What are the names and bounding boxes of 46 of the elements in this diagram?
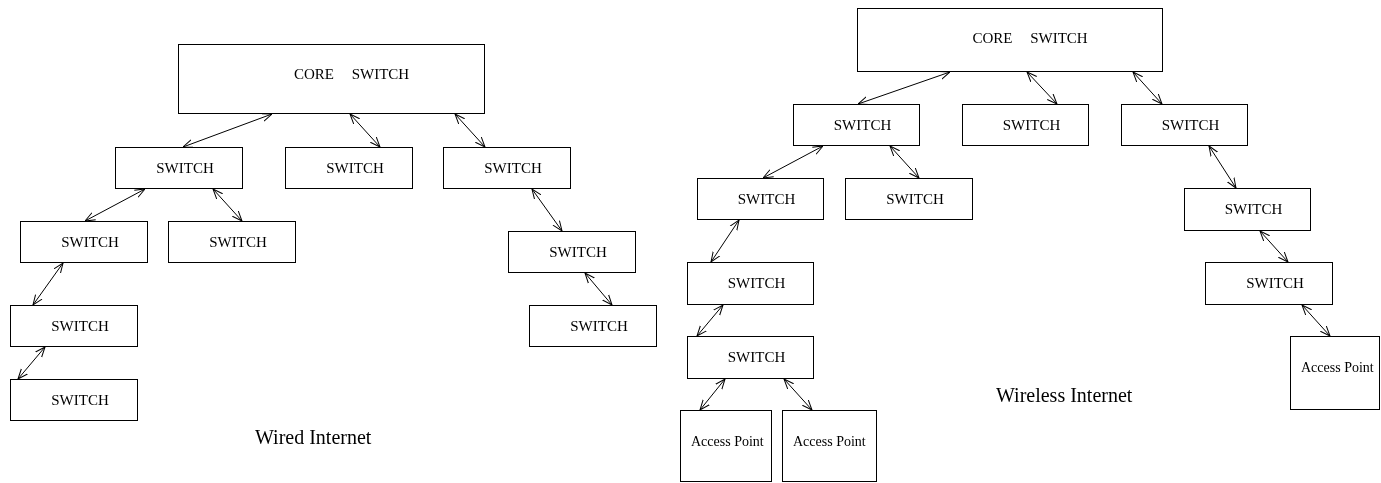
switch-box: SWITCH [793, 104, 920, 146]
double-arrow [783, 378, 813, 411]
access-point-box: Access Point [782, 410, 877, 482]
double-arrow [32, 262, 64, 306]
switch-box: SWITCH [687, 336, 814, 379]
double-arrow [710, 219, 740, 263]
switch-box: SWITCH [20, 221, 148, 263]
double-arrow [762, 145, 824, 179]
double-arrow [889, 145, 920, 179]
access-point-box: Access Point [1290, 336, 1380, 410]
double-arrow [212, 188, 243, 222]
switch-box: CORE SWITCH [178, 44, 485, 114]
switch-box: CORE SWITCH [857, 8, 1163, 72]
switch-box: SWITCH [845, 178, 973, 220]
double-arrow [1132, 71, 1163, 105]
switch-box: SWITCH [10, 379, 138, 421]
double-arrow [584, 272, 613, 306]
double-arrow [1208, 145, 1237, 189]
switch-box: SWITCH [687, 262, 814, 305]
double-arrow [1301, 304, 1331, 337]
double-arrow [857, 71, 951, 105]
double-arrow [84, 188, 146, 222]
switch-box: SWITCH [1184, 188, 1311, 231]
double-arrow [696, 304, 724, 337]
switch-box: SWITCH [529, 305, 657, 347]
switch-box: SWITCH [962, 104, 1089, 146]
diagram-label: Wireless Internet [996, 383, 1133, 408]
double-arrow [182, 113, 273, 148]
switch-box: SWITCH [508, 231, 636, 273]
double-arrow [531, 188, 563, 232]
double-arrow [1026, 71, 1058, 105]
switch-box: SWITCH [1121, 104, 1248, 146]
switch-box: SWITCH [443, 147, 571, 189]
switch-box: SWITCH [10, 305, 138, 347]
diagram-label: Wired Internet [255, 425, 372, 450]
double-arrow [17, 346, 46, 380]
access-point-box: Access Point [680, 410, 772, 482]
switch-box: SWITCH [697, 178, 824, 220]
double-arrow [454, 113, 486, 148]
double-arrow [349, 113, 381, 148]
double-arrow [699, 378, 726, 411]
double-arrow [1259, 230, 1289, 263]
switch-box: SWITCH [168, 221, 296, 263]
switch-box: SWITCH [115, 147, 243, 189]
switch-box: SWITCH [1205, 262, 1333, 305]
switch-box: SWITCH [285, 147, 413, 189]
